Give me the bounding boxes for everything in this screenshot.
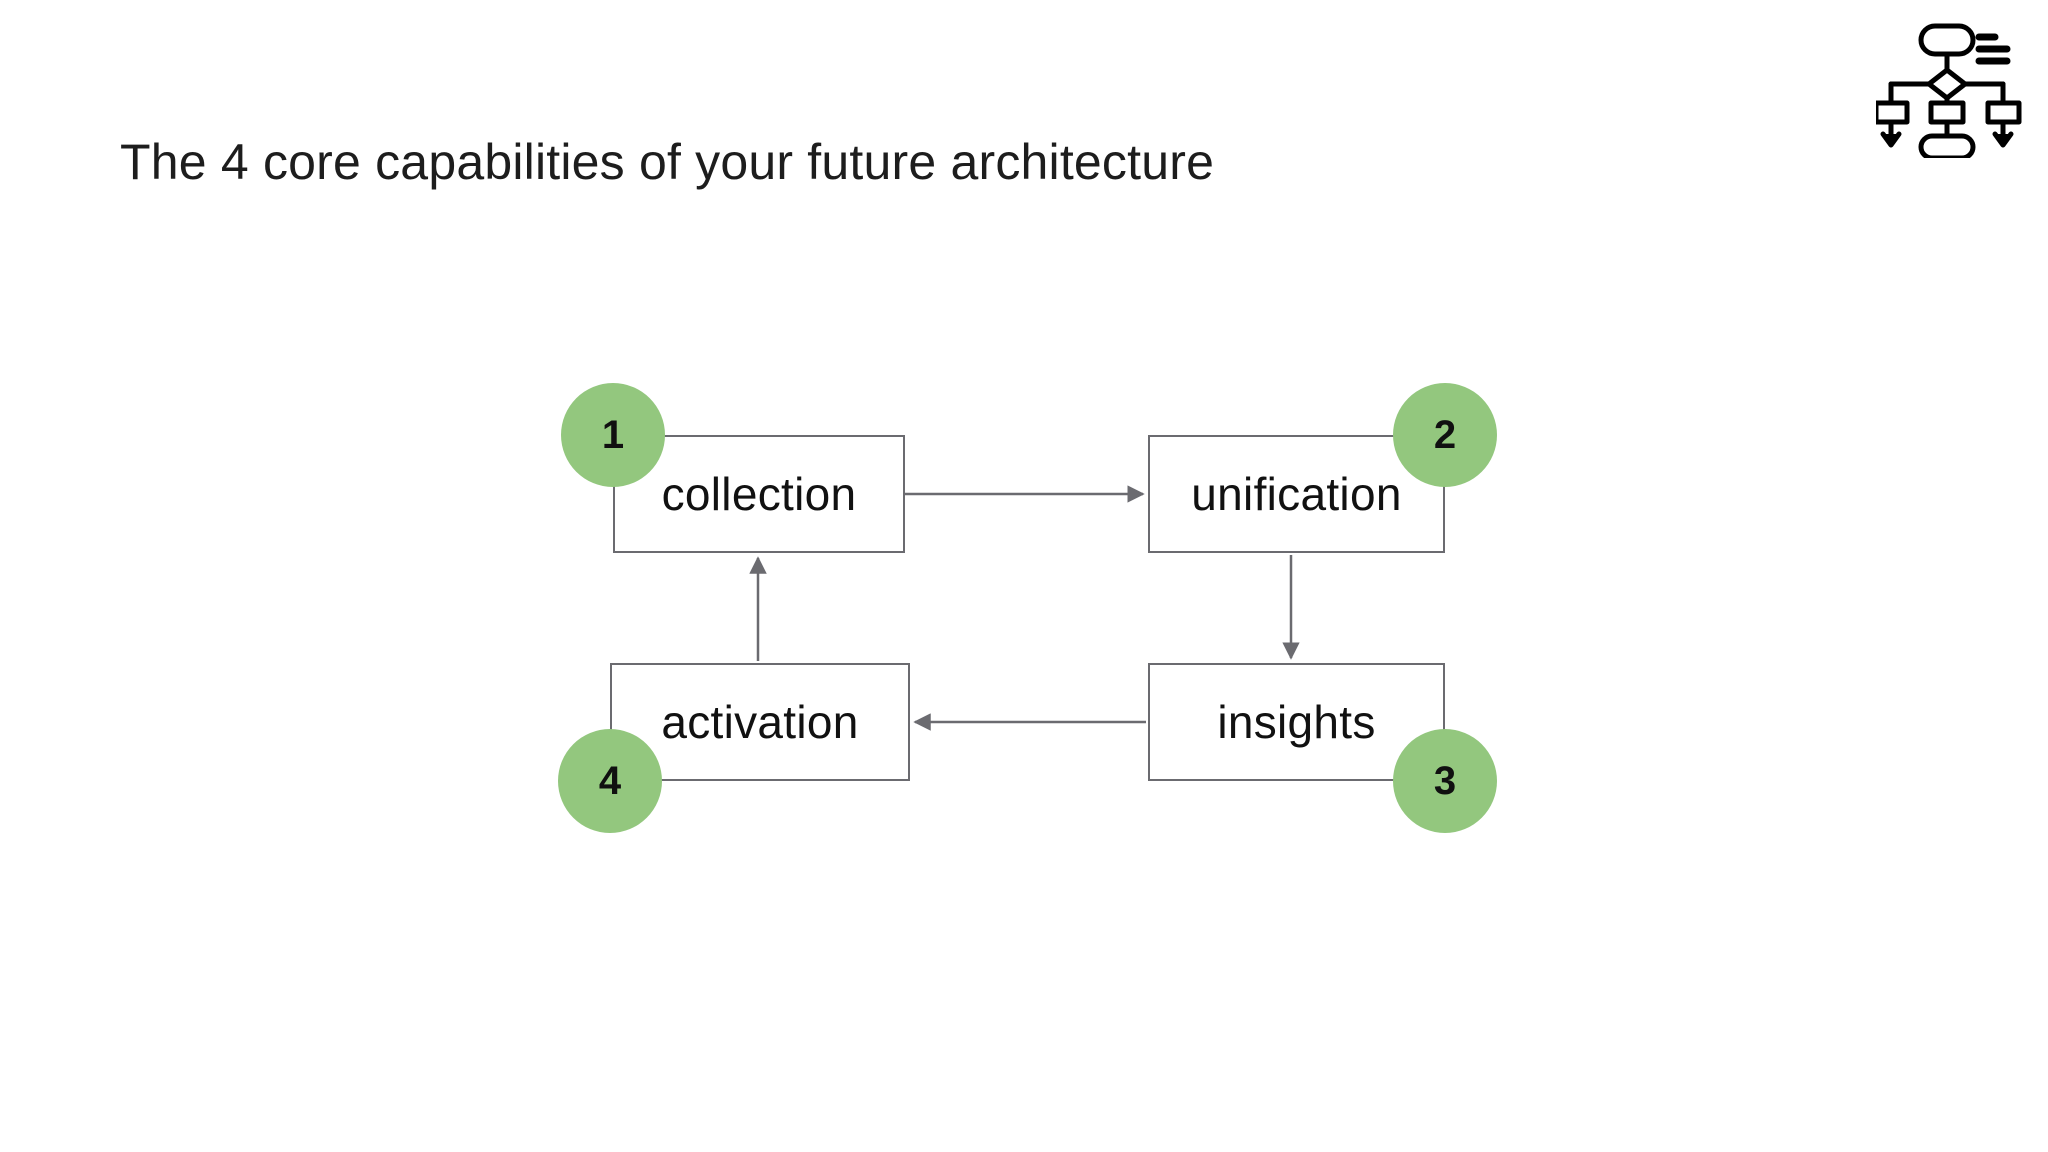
badge-insights: 3 xyxy=(1393,729,1497,833)
list-lines-icon xyxy=(1975,33,2011,65)
logo-arrow-left-head xyxy=(1880,131,1902,148)
node-activation[interactable]: activation xyxy=(610,663,910,781)
logo-terminal-bottom xyxy=(1918,133,1976,158)
brand-logo xyxy=(1876,18,2026,158)
badge-collection-number: 1 xyxy=(601,413,625,457)
node-activation-label: activation xyxy=(661,696,859,748)
badge-collection: 1 xyxy=(561,383,665,487)
badge-unification: 2 xyxy=(1393,383,1497,487)
badge-activation-number: 4 xyxy=(598,759,622,803)
node-collection-label: collection xyxy=(661,468,857,520)
node-collection[interactable]: collection xyxy=(613,435,905,553)
badge-insights-number: 3 xyxy=(1433,759,1457,803)
page-title: The 4 core capabilities of your future a… xyxy=(120,134,1215,190)
node-insights-label: insights xyxy=(1217,696,1376,748)
badge-activation: 4 xyxy=(558,729,662,833)
badge-unification-number: 2 xyxy=(1433,413,1457,457)
node-unification[interactable]: unification xyxy=(1148,435,1445,553)
node-unification-label: unification xyxy=(1191,468,1402,520)
logo-arrow-right-head xyxy=(1992,131,2014,148)
